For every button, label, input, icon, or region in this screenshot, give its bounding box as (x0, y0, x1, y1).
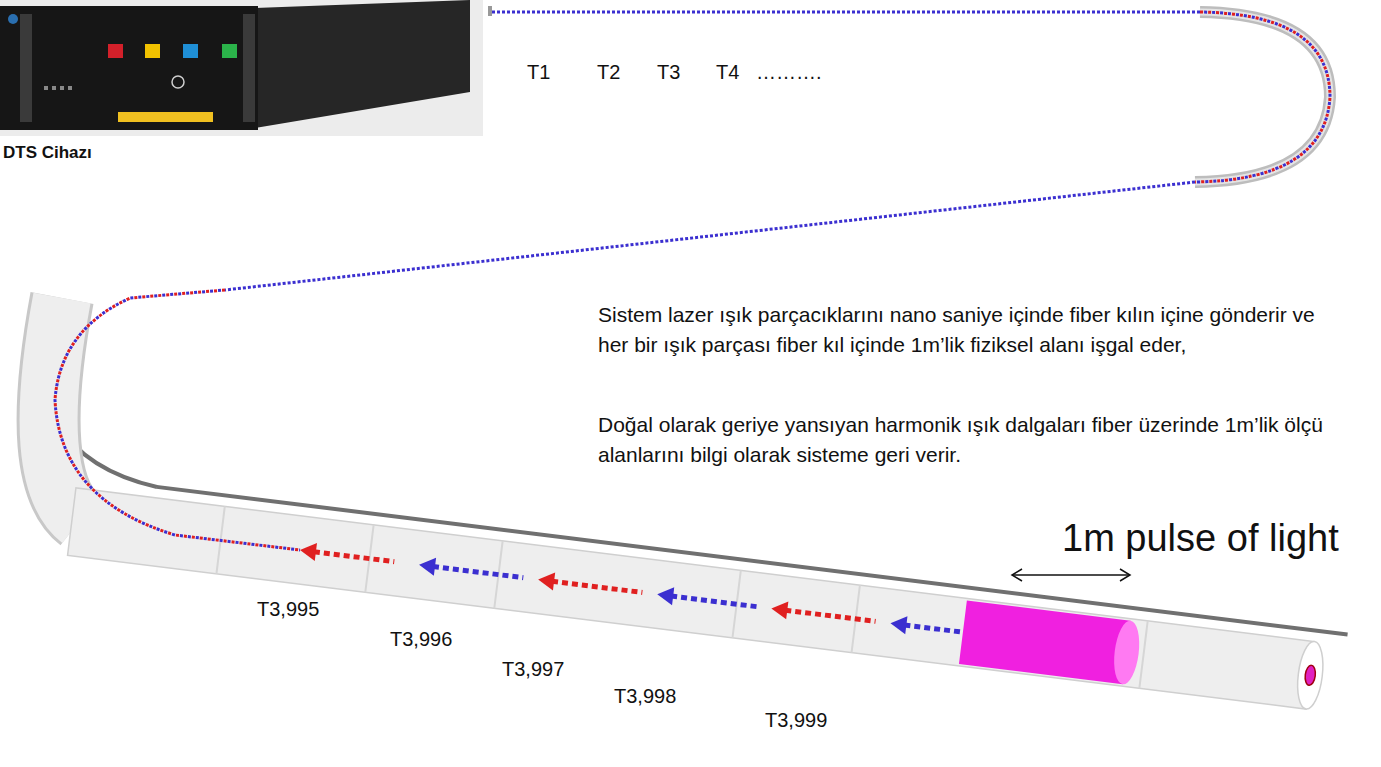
device-caption: DTS Cihazı (3, 143, 92, 163)
temperature-point: T3,997 (502, 657, 564, 681)
arrowhead (1120, 569, 1130, 581)
temperature-point: T3 (657, 60, 680, 84)
arrow-dots (552, 581, 642, 592)
arrow-dots (785, 610, 875, 621)
fiber-tube-outer (49, 298, 80, 520)
temperature-point: T4 (716, 60, 739, 84)
photo-background (0, 0, 483, 136)
light-pulse (959, 600, 1131, 684)
device-logo (8, 14, 18, 24)
fiber-tube-outer (1195, 12, 1330, 182)
light-dotted-line (55, 290, 300, 550)
temperature-point: T3,995 (257, 597, 319, 621)
dimension-line (1012, 574, 1130, 576)
device-button (145, 44, 160, 58)
description-paragraph: Doğal olarak geriye yansıyan harmonik ış… (598, 410, 1338, 471)
arrow-dots (433, 566, 523, 577)
fiber-core (1304, 665, 1316, 686)
device-handle (20, 14, 32, 122)
device-led (68, 86, 72, 90)
dts-device-photo (0, 0, 483, 136)
arrowhead (656, 585, 674, 605)
arrowhead (537, 571, 555, 591)
device-sticker (118, 112, 213, 122)
device-led (60, 86, 64, 90)
device-button (222, 44, 237, 58)
light-dotted-line (492, 11, 1200, 14)
light-dotted-line (1195, 12, 1330, 182)
arrowhead (1012, 569, 1022, 581)
fiber-tube (1195, 12, 1330, 182)
device-button (108, 44, 123, 58)
device-side (255, 0, 470, 128)
backscatter-arrows (314, 552, 963, 632)
temperature-point: T2 (597, 60, 620, 84)
device-led (44, 86, 48, 90)
fiber-start (488, 6, 492, 16)
temperature-point: T3,999 (765, 708, 827, 732)
description-paragraph: Sistem lazer ışık parçacıklarını nano sa… (598, 300, 1338, 361)
light-dotted-line (225, 182, 1195, 290)
light-dotted-line (1195, 12, 1330, 182)
arrow-dots (314, 552, 394, 562)
tube-ring (1139, 621, 1147, 688)
device-handle (243, 14, 255, 122)
arrowhead (889, 614, 907, 634)
pulse-length-arrow (1012, 569, 1130, 581)
device-front (0, 6, 258, 130)
ellipsis-mark: ………. (756, 60, 822, 84)
device-led (52, 86, 56, 90)
arrow-dots (904, 625, 963, 632)
temperature-point: T1 (527, 60, 550, 84)
arrowhead (770, 600, 788, 620)
light-dotted-line (55, 290, 300, 550)
light-pulse-face (1111, 619, 1143, 685)
fiber-tube (49, 298, 80, 520)
device-knob (172, 76, 184, 88)
arrowhead (418, 556, 436, 576)
device-button (183, 44, 198, 58)
temperature-point: T3,996 (390, 627, 452, 651)
arrowhead (299, 541, 317, 561)
arrow-dots (671, 596, 756, 607)
temperature-point: T3,998 (614, 684, 676, 708)
pulse-label: 1m pulse of light (1062, 516, 1339, 562)
tube-end (1294, 640, 1326, 710)
fiber-tube-straight (68, 477, 1348, 713)
